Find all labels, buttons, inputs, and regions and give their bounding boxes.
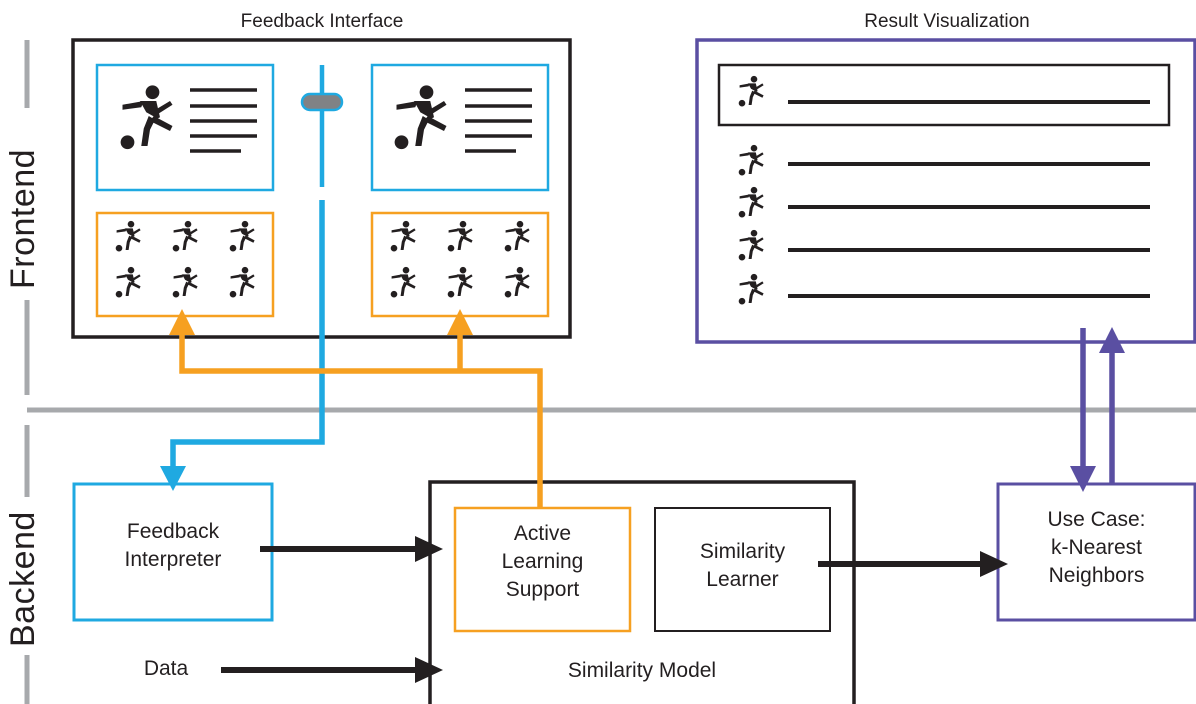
- use-case-line2: k-Nearest: [1050, 536, 1143, 559]
- similarity-learner-label: Similarity Learner: [655, 538, 830, 594]
- use-case-line3: Neighbors: [1048, 564, 1145, 587]
- right-feature-card[interactable]: [370, 63, 550, 192]
- text-lines-icon: [190, 88, 257, 153]
- similarity-learner-box: [654, 507, 831, 632]
- active-learning-line3: Support: [505, 578, 580, 601]
- player-thumbnail-icon[interactable]: [115, 266, 141, 298]
- usecase-to-result-arrow: [1099, 327, 1125, 484]
- use-case-line1: Use Case:: [1047, 508, 1146, 531]
- soccer-player-icon: [738, 229, 764, 261]
- feedback-to-interpreter-arrow: [160, 437, 325, 491]
- similarity-learner-line2: Learner: [706, 568, 779, 591]
- soccer-player-icon: [738, 75, 764, 107]
- similarity-slider[interactable]: [300, 65, 344, 437]
- soccer-player-icon: [738, 273, 764, 305]
- active-learning-line2: Learning: [501, 550, 584, 573]
- result-row-selected[interactable]: [717, 63, 1171, 127]
- soccer-player-icon: [738, 186, 764, 218]
- player-thumbnail-icon[interactable]: [229, 220, 255, 252]
- text-lines-icon: [465, 88, 532, 153]
- data-label: Data: [143, 657, 189, 680]
- soccer-player-icon: [120, 85, 173, 150]
- similarity-model-box: [428, 480, 856, 704]
- player-thumbnail-icon[interactable]: [504, 220, 530, 252]
- interpreter-to-model-arrow: [260, 536, 443, 562]
- result-row[interactable]: [738, 273, 1150, 305]
- result-row[interactable]: [738, 186, 1150, 218]
- result-visualization-title: Result Visualization: [864, 11, 1030, 32]
- feedback-interpreter-line1: Feedback: [126, 520, 220, 543]
- result-list: [717, 63, 1171, 305]
- feedback-interpreter-line2: Interpreter: [124, 548, 222, 571]
- slider-handle[interactable]: [300, 92, 344, 112]
- active-learning-label: Active Learning Support: [455, 520, 630, 604]
- frontend-label: Frontend: [4, 148, 42, 289]
- player-thumbnail-icon[interactable]: [447, 266, 473, 298]
- soccer-player-icon: [738, 144, 764, 176]
- player-thumbnail-icon[interactable]: [390, 266, 416, 298]
- player-thumbnail-icon[interactable]: [447, 220, 473, 252]
- result-row[interactable]: [738, 229, 1150, 261]
- active-learning-line1: Active: [513, 522, 572, 545]
- left-thumbnail-grid[interactable]: [95, 211, 275, 318]
- result-row[interactable]: [738, 144, 1150, 176]
- active-learning-to-grids-arrow: [169, 309, 543, 508]
- player-thumbnail-icon[interactable]: [229, 266, 255, 298]
- use-case-box: [996, 482, 1196, 622]
- data-to-model-arrow: [221, 657, 443, 683]
- similarity-model-label: Similarity Model: [567, 659, 717, 682]
- left-feature-card[interactable]: [95, 63, 275, 192]
- player-thumbnail-icon[interactable]: [390, 220, 416, 252]
- feedback-interpreter-label: Feedback Interpreter: [74, 518, 272, 574]
- player-thumbnail-icon[interactable]: [172, 220, 198, 252]
- player-thumbnail-icon[interactable]: [504, 266, 530, 298]
- soccer-player-icon: [394, 85, 447, 150]
- feedback-interface-title: Feedback Interface: [240, 11, 404, 32]
- player-thumbnail-icon[interactable]: [115, 220, 141, 252]
- similarity-learner-line1: Similarity: [699, 540, 786, 563]
- player-thumbnail-icon[interactable]: [172, 266, 198, 298]
- result-visualization-frame: [695, 38, 1196, 344]
- backend-label: Backend: [4, 511, 42, 647]
- use-case-label: Use Case: k-Nearest Neighbors: [998, 506, 1195, 590]
- result-to-usecase-arrow: [1070, 328, 1096, 492]
- right-thumbnail-grid[interactable]: [370, 211, 550, 318]
- learner-to-usecase-arrow: [818, 551, 1008, 577]
